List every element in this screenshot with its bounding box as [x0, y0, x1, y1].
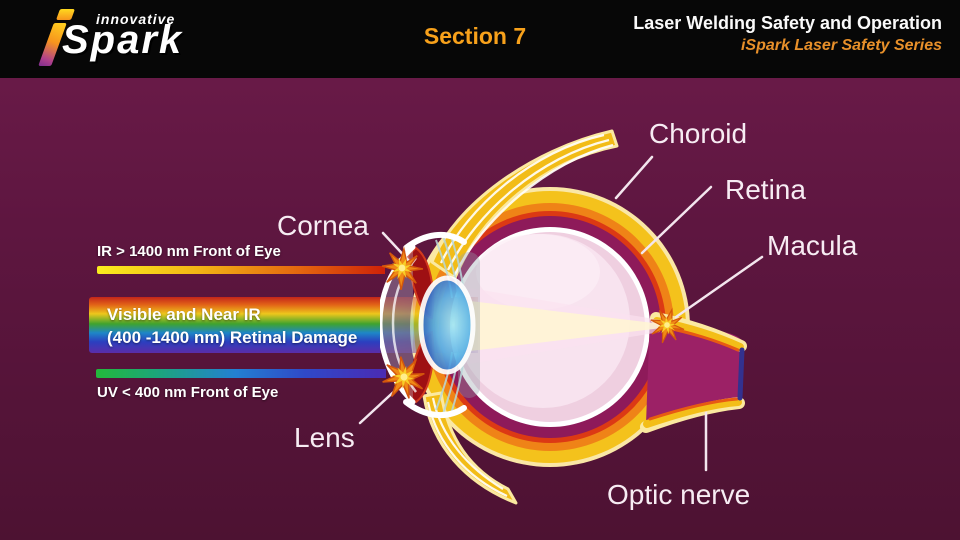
uv-beam-label: UV < 400 nm Front of Eye — [97, 384, 279, 401]
visible-beam-bar: Visible and Near IR (400 -1400 nm) Retin… — [89, 297, 380, 353]
header-bar: innovative Spark Section 7 Laser Welding… — [0, 0, 960, 78]
label-choroid: Choroid — [649, 118, 748, 149]
logo-brand-text: Spark — [62, 18, 184, 62]
ispark-logo: innovative Spark — [28, 6, 248, 74]
label-cornea: Cornea — [277, 210, 369, 241]
macula-pointer-line — [674, 255, 764, 319]
label-macula: Macula — [767, 230, 858, 261]
presentation-title: Laser Welding Safety and Operation — [633, 13, 942, 33]
ir-beam-bar — [97, 266, 385, 274]
retina-pointer-line — [640, 185, 713, 255]
choroid-pointer-line — [614, 155, 654, 200]
logo-innovative-text: innovative — [96, 11, 176, 27]
visible-beam-label-line2: (400 -1400 nm) Retinal Damage — [107, 328, 358, 347]
optic-nerve — [640, 312, 747, 433]
uv-beam-bar — [96, 369, 386, 378]
ir-beam-label: IR > 1400 nm Front of Eye — [97, 243, 281, 260]
header-titles: Laser Welding Safety and Operation iSpar… — [633, 11, 942, 56]
label-retina: Retina — [725, 174, 806, 205]
label-optic-nerve: Optic nerve — [607, 479, 751, 510]
label-lens: Lens — [294, 422, 355, 453]
lens-shape — [418, 275, 476, 375]
visible-beam-label-line1: Visible and Near IR — [107, 305, 261, 324]
presentation-subtitle: iSpark Laser Safety Series — [740, 37, 942, 54]
section-label: Section 7 — [423, 23, 527, 49]
